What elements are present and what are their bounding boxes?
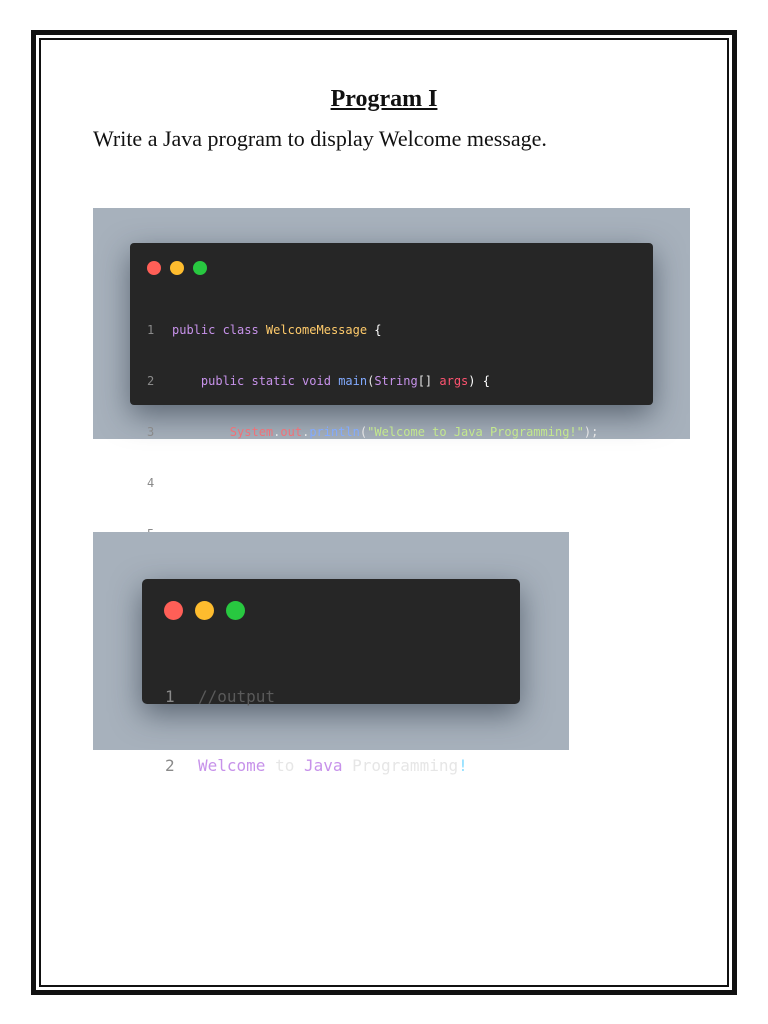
line-number: 1: [147, 323, 155, 337]
code-token: .: [302, 425, 310, 439]
output-token: Programming: [342, 756, 459, 775]
line-number: 2: [165, 756, 175, 775]
output-token: !: [458, 756, 468, 775]
code-token: .: [273, 425, 281, 439]
code-token: System: [229, 425, 274, 439]
code-line: 4 }: [147, 475, 598, 492]
code-indent: [172, 425, 230, 439]
program-title: Program I: [330, 86, 438, 112]
code-token: []: [417, 374, 440, 388]
line-number: 3: [147, 425, 155, 439]
minimize-dot-icon: [170, 261, 184, 275]
output-token: Java: [303, 756, 343, 775]
code-editor-window: 1 public class WelcomeMessage { 2 public …: [130, 243, 653, 592]
code-token: ) {: [468, 374, 490, 388]
code-token: WelcomeMessage: [265, 323, 368, 337]
code-token: (: [367, 374, 375, 388]
code-token: println: [309, 425, 360, 439]
line-number: 1: [165, 687, 175, 706]
code-token: (: [359, 425, 368, 439]
code-indent: [172, 374, 201, 388]
code-line: 1 public class WelcomeMessage {: [147, 322, 598, 339]
program-output: 1 //output 2 Welcome to Java Programming!: [165, 639, 468, 823]
output-token: Welcome: [198, 756, 266, 775]
output-token: to: [265, 756, 304, 775]
code-token: out: [280, 425, 303, 439]
close-dot-icon: [164, 601, 183, 620]
code-token: main: [338, 374, 368, 388]
maximize-dot-icon: [193, 261, 207, 275]
code-token: }: [200, 476, 209, 490]
page-border-inner: [39, 38, 729, 987]
window-controls: [147, 261, 207, 275]
program-prompt: Write a Java program to display Welcome …: [93, 126, 547, 151]
output-comment: //output: [198, 687, 276, 706]
output-line: 2 Welcome to Java Programming!: [165, 754, 468, 777]
code-token: {: [367, 323, 382, 337]
minimize-dot-icon: [195, 601, 214, 620]
code-line: 2 public static void main(String[] args)…: [147, 373, 598, 390]
code-token: );: [583, 425, 599, 439]
page-border-outer: [31, 30, 737, 995]
code-token: public class: [172, 323, 266, 337]
code-token: public static void: [200, 374, 339, 388]
window-controls: [164, 601, 245, 620]
code-indent: [172, 476, 201, 490]
output-window: 1 //output 2 Welcome to Java Programming!: [142, 579, 520, 775]
line-number: 4: [147, 476, 155, 490]
code-token: args: [439, 374, 469, 388]
maximize-dot-icon: [226, 601, 245, 620]
output-screenshot: 1 //output 2 Welcome to Java Programming!: [93, 532, 569, 775]
code-token: "Welcome to Java Programming!": [367, 425, 584, 439]
code-screenshot: 1 public class WelcomeMessage { 2 public …: [93, 208, 690, 592]
line-number: 2: [147, 374, 155, 388]
code-line: 3 System.out.println("Welcome to Java Pr…: [147, 424, 598, 441]
close-dot-icon: [147, 261, 161, 275]
java-source-code: 1 public class WelcomeMessage { 2 public …: [147, 288, 598, 628]
output-line: 1 //output: [165, 685, 468, 708]
code-token: String: [374, 374, 418, 388]
